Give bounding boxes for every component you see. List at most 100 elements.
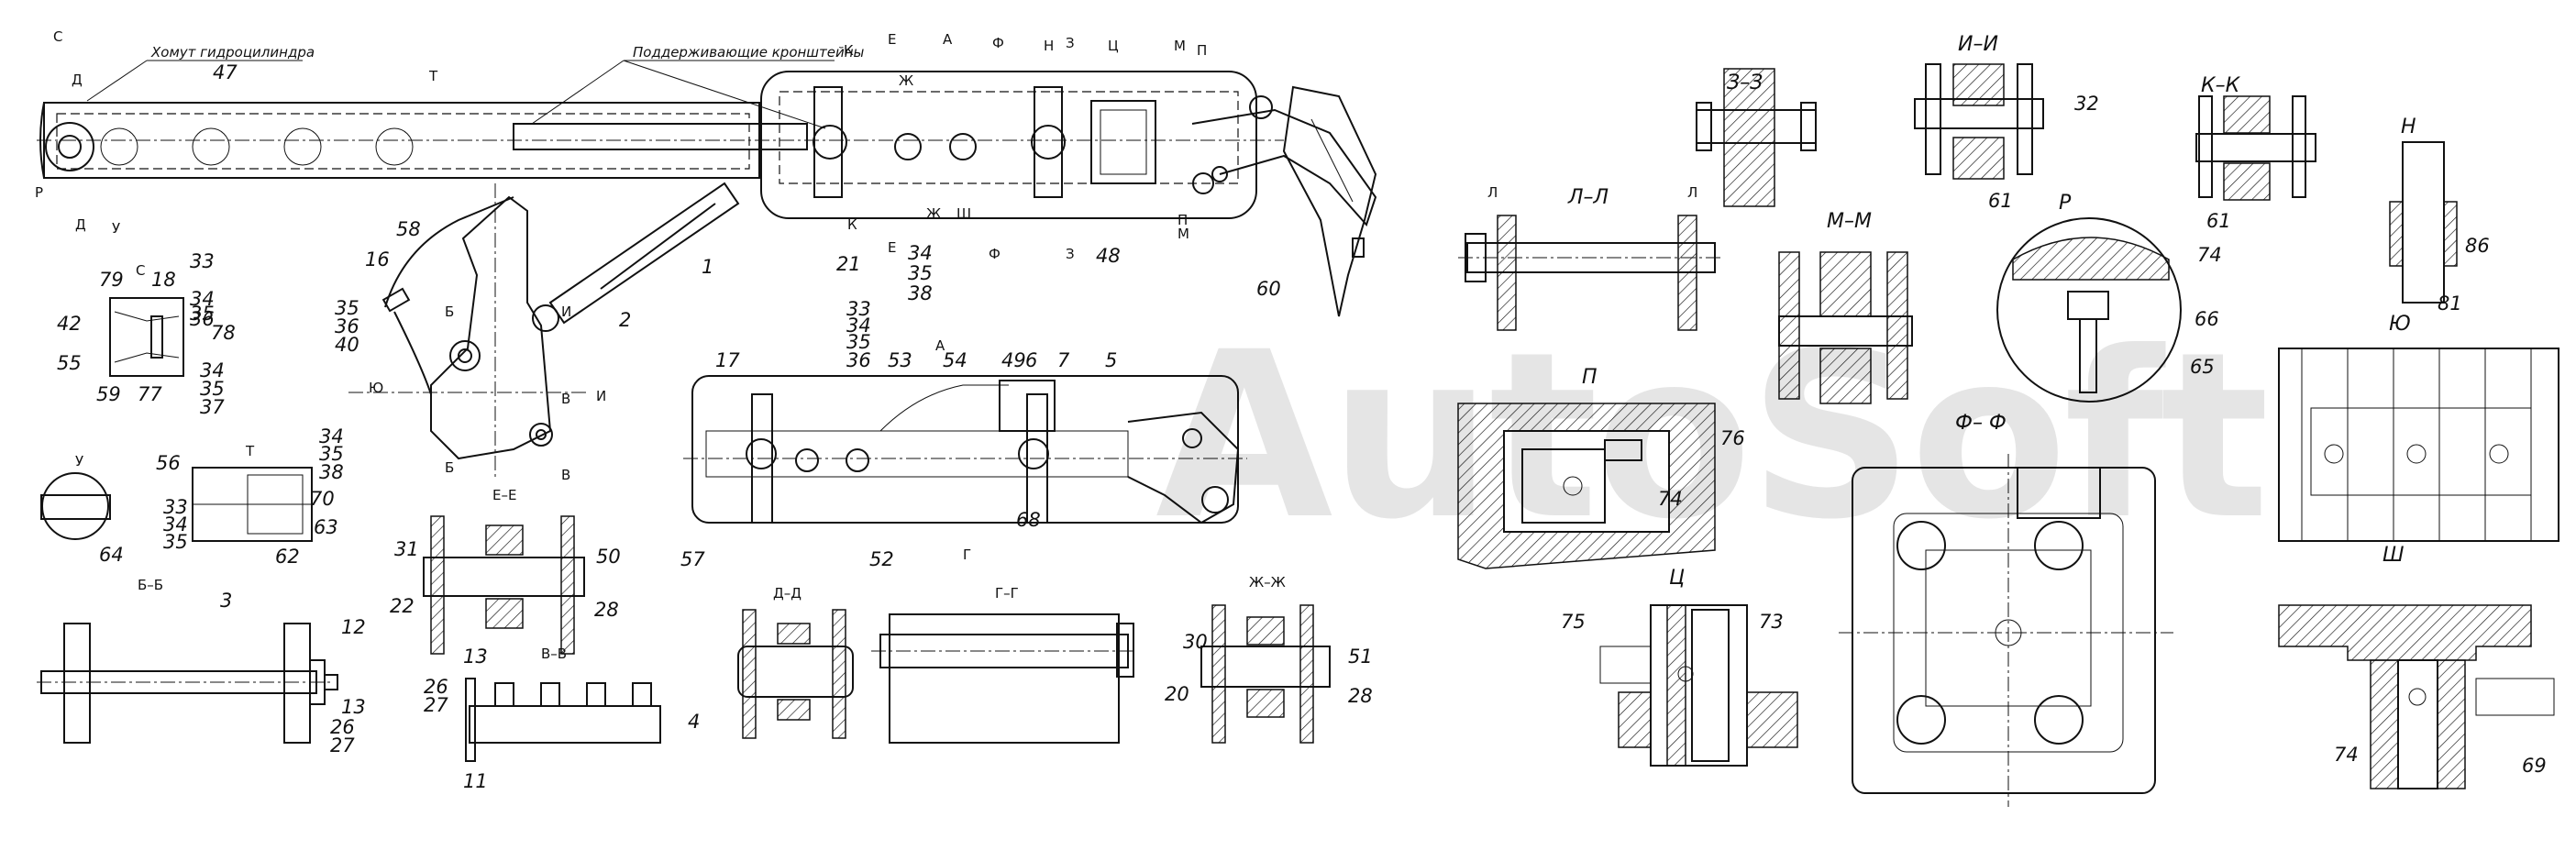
section-mark-31: В (561, 467, 570, 483)
section-zz (1696, 68, 1817, 207)
callout-section-vv-3: 11 (463, 770, 488, 792)
callout-detail-a-0: 33 (846, 298, 871, 320)
callout-section-vv-0: 13 (463, 646, 488, 668)
callout-detail-a-10: 5 (1105, 349, 1117, 371)
section-ee (423, 515, 585, 655)
section-mark-33: Г (963, 546, 971, 563)
section-gg (871, 613, 1137, 744)
section-zhzh (1200, 604, 1331, 744)
section-vv (465, 678, 661, 762)
callout-section-r-2: 65 (2190, 356, 2215, 378)
callout-section-sh-0: 74 (2334, 744, 2359, 766)
watermark: AutoSoft (1155, 303, 2270, 569)
callout-detail-c-5: 36 (190, 308, 215, 330)
callout-top-view-3: 21 (836, 253, 861, 275)
callout-detail-t-8: 63 (314, 516, 338, 538)
section-mark-12: Ц (1108, 38, 1119, 54)
callout-top-view-0: 47 (213, 61, 238, 83)
title-ee: Е–Е (492, 487, 516, 503)
section-mark-4: Р (35, 184, 43, 201)
section-mark-10: Н (1044, 38, 1054, 54)
callout-detail-a-5: 53 (888, 349, 912, 371)
section-mark-13: М (1174, 38, 1186, 54)
callout-top-view-4: 34 (908, 242, 933, 264)
callout-top-view-2: 2 (619, 309, 631, 331)
section-yu (2278, 348, 2559, 542)
callout-detail-t-9: 62 (275, 546, 300, 568)
section-mark-25: Л (1687, 184, 1697, 201)
callout-section-bb-1: 12 (341, 616, 366, 638)
section-ll (1458, 215, 1724, 331)
title-sh: Ш (2383, 544, 2405, 567)
section-mark-6: К (844, 42, 854, 59)
callout-detail-t-7: 35 (163, 531, 188, 553)
callout-top-view-9: 58 (396, 218, 421, 240)
section-ts (1599, 604, 1798, 767)
caption-hydro-clamp: Хомут гидроцилиндра (150, 44, 315, 61)
callout-detail-c-7: 42 (57, 313, 82, 335)
section-mark-11: З (1066, 35, 1075, 51)
callout-detail-a-13: 68 (1016, 509, 1041, 531)
callout-detail-c-8: 55 (57, 352, 82, 374)
title-zhzh: Ж–Ж (1249, 574, 1286, 591)
title-c: С (136, 262, 145, 279)
section-mark-24: Л (1487, 184, 1498, 201)
section-sh (2278, 604, 2555, 789)
section-mark-26: Б (445, 304, 454, 320)
callout-detail-t-6: 34 (163, 513, 188, 535)
callout-detail-c-4: 35 (190, 303, 215, 325)
section-mark-19: Е (888, 239, 896, 256)
callout-detail-a-9: 7 (1057, 349, 1070, 371)
callout-top-view-1: 1 (702, 256, 713, 278)
callout-detail-c-9: 59 (96, 383, 121, 405)
section-mark-30: В (561, 391, 570, 407)
callout-top-view-11: 35 (335, 297, 359, 319)
callout-detail-t-2: 35 (319, 443, 344, 465)
callout-section-ee-1: 22 (390, 595, 415, 617)
section-mark-20: Ф (989, 246, 1001, 262)
callout-section-ii-1: 61 (1988, 190, 2013, 212)
callout-section-ee-2: 50 (596, 546, 621, 568)
callout-detail-t-4: 70 (310, 488, 335, 510)
callout-section-r-1: 66 (2195, 308, 2219, 330)
callout-top-view-7: 48 (1096, 245, 1121, 267)
callout-section-ee-3: 28 (594, 599, 619, 621)
section-mark-23: П (1177, 212, 1188, 228)
section-n (2389, 141, 2458, 304)
callout-section-kk-0: 61 (2206, 210, 2231, 232)
callout-detail-t-5: 33 (163, 496, 188, 518)
section-mark-0: С (53, 28, 62, 45)
callout-detail-t-3: 38 (319, 461, 344, 483)
callout-detail-a-2: 35 (846, 331, 871, 353)
detail-t (192, 467, 313, 542)
title-t: Т (245, 443, 255, 459)
callout-section-bb-0: 3 (220, 590, 232, 612)
callout-detail-c-10: 77 (138, 383, 162, 405)
section-mark-27: Б (445, 459, 454, 476)
section-mark-5: У (112, 220, 120, 237)
callout-section-vv-4: 4 (688, 711, 700, 733)
title-dd: Д–Д (773, 585, 802, 602)
section-bb (37, 623, 338, 744)
section-dd (737, 609, 854, 739)
title-bb: Б–Б (138, 577, 163, 593)
callout-detail-a-1: 34 (846, 315, 871, 337)
section-mark-29: И (561, 304, 571, 320)
callout-section-ee-0: 31 (394, 538, 419, 560)
callout-section-zhzh-2: 51 (1348, 646, 1373, 668)
callout-section-vv-2: 27 (424, 694, 448, 716)
callout-section-ii-0: 32 (2074, 93, 2099, 115)
section-ff (1839, 454, 2173, 807)
section-mark-28: И (596, 388, 606, 404)
callout-detail-c-2: 33 (190, 250, 215, 272)
callout-section-bb-4: 27 (330, 734, 355, 756)
callout-detail-a-8: 6 (1025, 349, 1037, 371)
callout-detail-c-6: 78 (211, 322, 236, 344)
title-n: Н (2401, 116, 2416, 138)
section-mark-8: А (943, 31, 953, 48)
section-mark-9: Ф (992, 35, 1004, 51)
callout-detail-c-11: 34 (200, 359, 225, 381)
callout-top-view-8: 60 (1256, 278, 1281, 300)
